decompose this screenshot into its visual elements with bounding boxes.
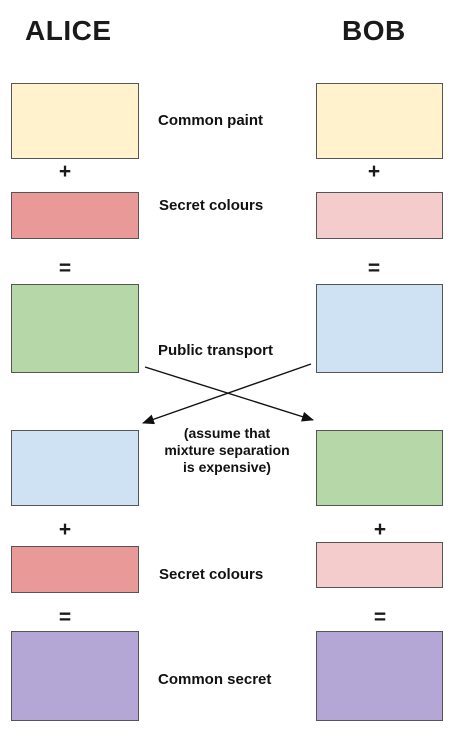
alice-secret-colour-swatch xyxy=(11,192,139,239)
bob-plus-top: + xyxy=(367,160,381,183)
bob-common-secret-swatch xyxy=(316,631,443,721)
bob-plus-bottom: + xyxy=(373,518,387,541)
alice-mixture-swatch xyxy=(11,284,139,373)
bob-equals-top: = xyxy=(367,257,381,280)
arrow-alice-to-bob xyxy=(144,366,314,422)
separation-note: (assume that mixture separation is expen… xyxy=(132,425,322,476)
alice-secret-colour-swatch-2 xyxy=(11,546,139,593)
alice-common-secret-swatch xyxy=(11,631,139,721)
bob-equals-bottom: = xyxy=(373,606,387,629)
bob-secret-colour-swatch xyxy=(316,192,443,239)
bob-common-paint-swatch xyxy=(316,83,443,159)
alice-common-paint-swatch xyxy=(11,83,139,159)
note-line-2: mixture separation xyxy=(164,442,290,458)
bob-mixture-swatch xyxy=(316,284,443,373)
alice-heading: ALICE xyxy=(25,15,112,46)
common-secret-label: Common secret xyxy=(158,671,272,688)
note-line-1: (assume that xyxy=(183,425,271,441)
alice-equals-bottom: = xyxy=(58,606,72,629)
bob-heading: BOB xyxy=(342,15,406,46)
bob-received-mixture-swatch xyxy=(316,430,443,506)
common-paint-label: Common paint xyxy=(158,112,263,129)
arrow-bob-to-alice xyxy=(142,363,312,425)
alice-plus-top: + xyxy=(58,160,72,183)
note-line-3: is expensive) xyxy=(183,459,271,475)
secret-colours-label-top: Secret colours xyxy=(159,197,264,214)
alice-received-mixture-swatch xyxy=(11,430,139,506)
alice-plus-bottom: + xyxy=(58,518,72,541)
public-transport-label: Public transport xyxy=(158,342,274,359)
alice-equals-top: = xyxy=(58,257,72,280)
secret-colours-label-bottom: Secret colours xyxy=(159,566,264,583)
bob-secret-colour-swatch-2 xyxy=(316,542,443,588)
